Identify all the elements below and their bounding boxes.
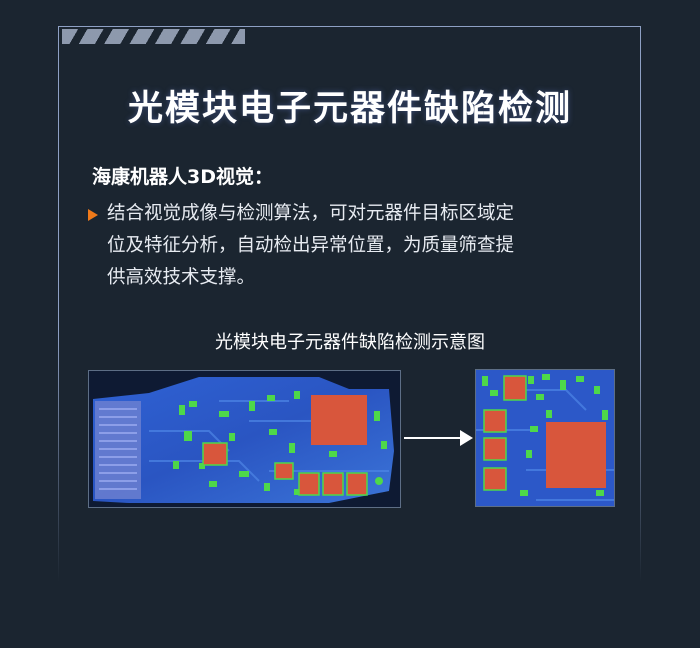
description-line: 结合视觉成像与检测算法，可对元器件目标区域定 — [107, 203, 515, 224]
content-frame — [58, 26, 641, 596]
board-detail-graphic — [476, 370, 614, 506]
section-subtitle: 海康机器人3D视觉： — [92, 166, 273, 188]
section-description: 结合视觉成像与检测算法，可对元器件目标区域定 位及特征分析，自动检出异常位置，为… — [107, 198, 607, 294]
arrow-line — [404, 437, 462, 439]
figure-caption: 光模块电子元器件缺陷检测示意图 — [215, 332, 485, 353]
page-title: 光模块电子元器件缺陷检测 — [127, 89, 572, 129]
arrow-right-icon — [460, 430, 473, 446]
board-overview-graphic — [89, 371, 400, 507]
decorative-stripes — [62, 29, 245, 44]
description-line: 供高效技术支撑。 — [107, 267, 256, 288]
board-detail-image — [475, 369, 615, 507]
description-line: 位及特征分析，自动检出异常位置，为质量筛查提 — [107, 235, 515, 256]
bullet-arrow-icon — [88, 209, 98, 221]
board-overview-image — [88, 370, 401, 508]
